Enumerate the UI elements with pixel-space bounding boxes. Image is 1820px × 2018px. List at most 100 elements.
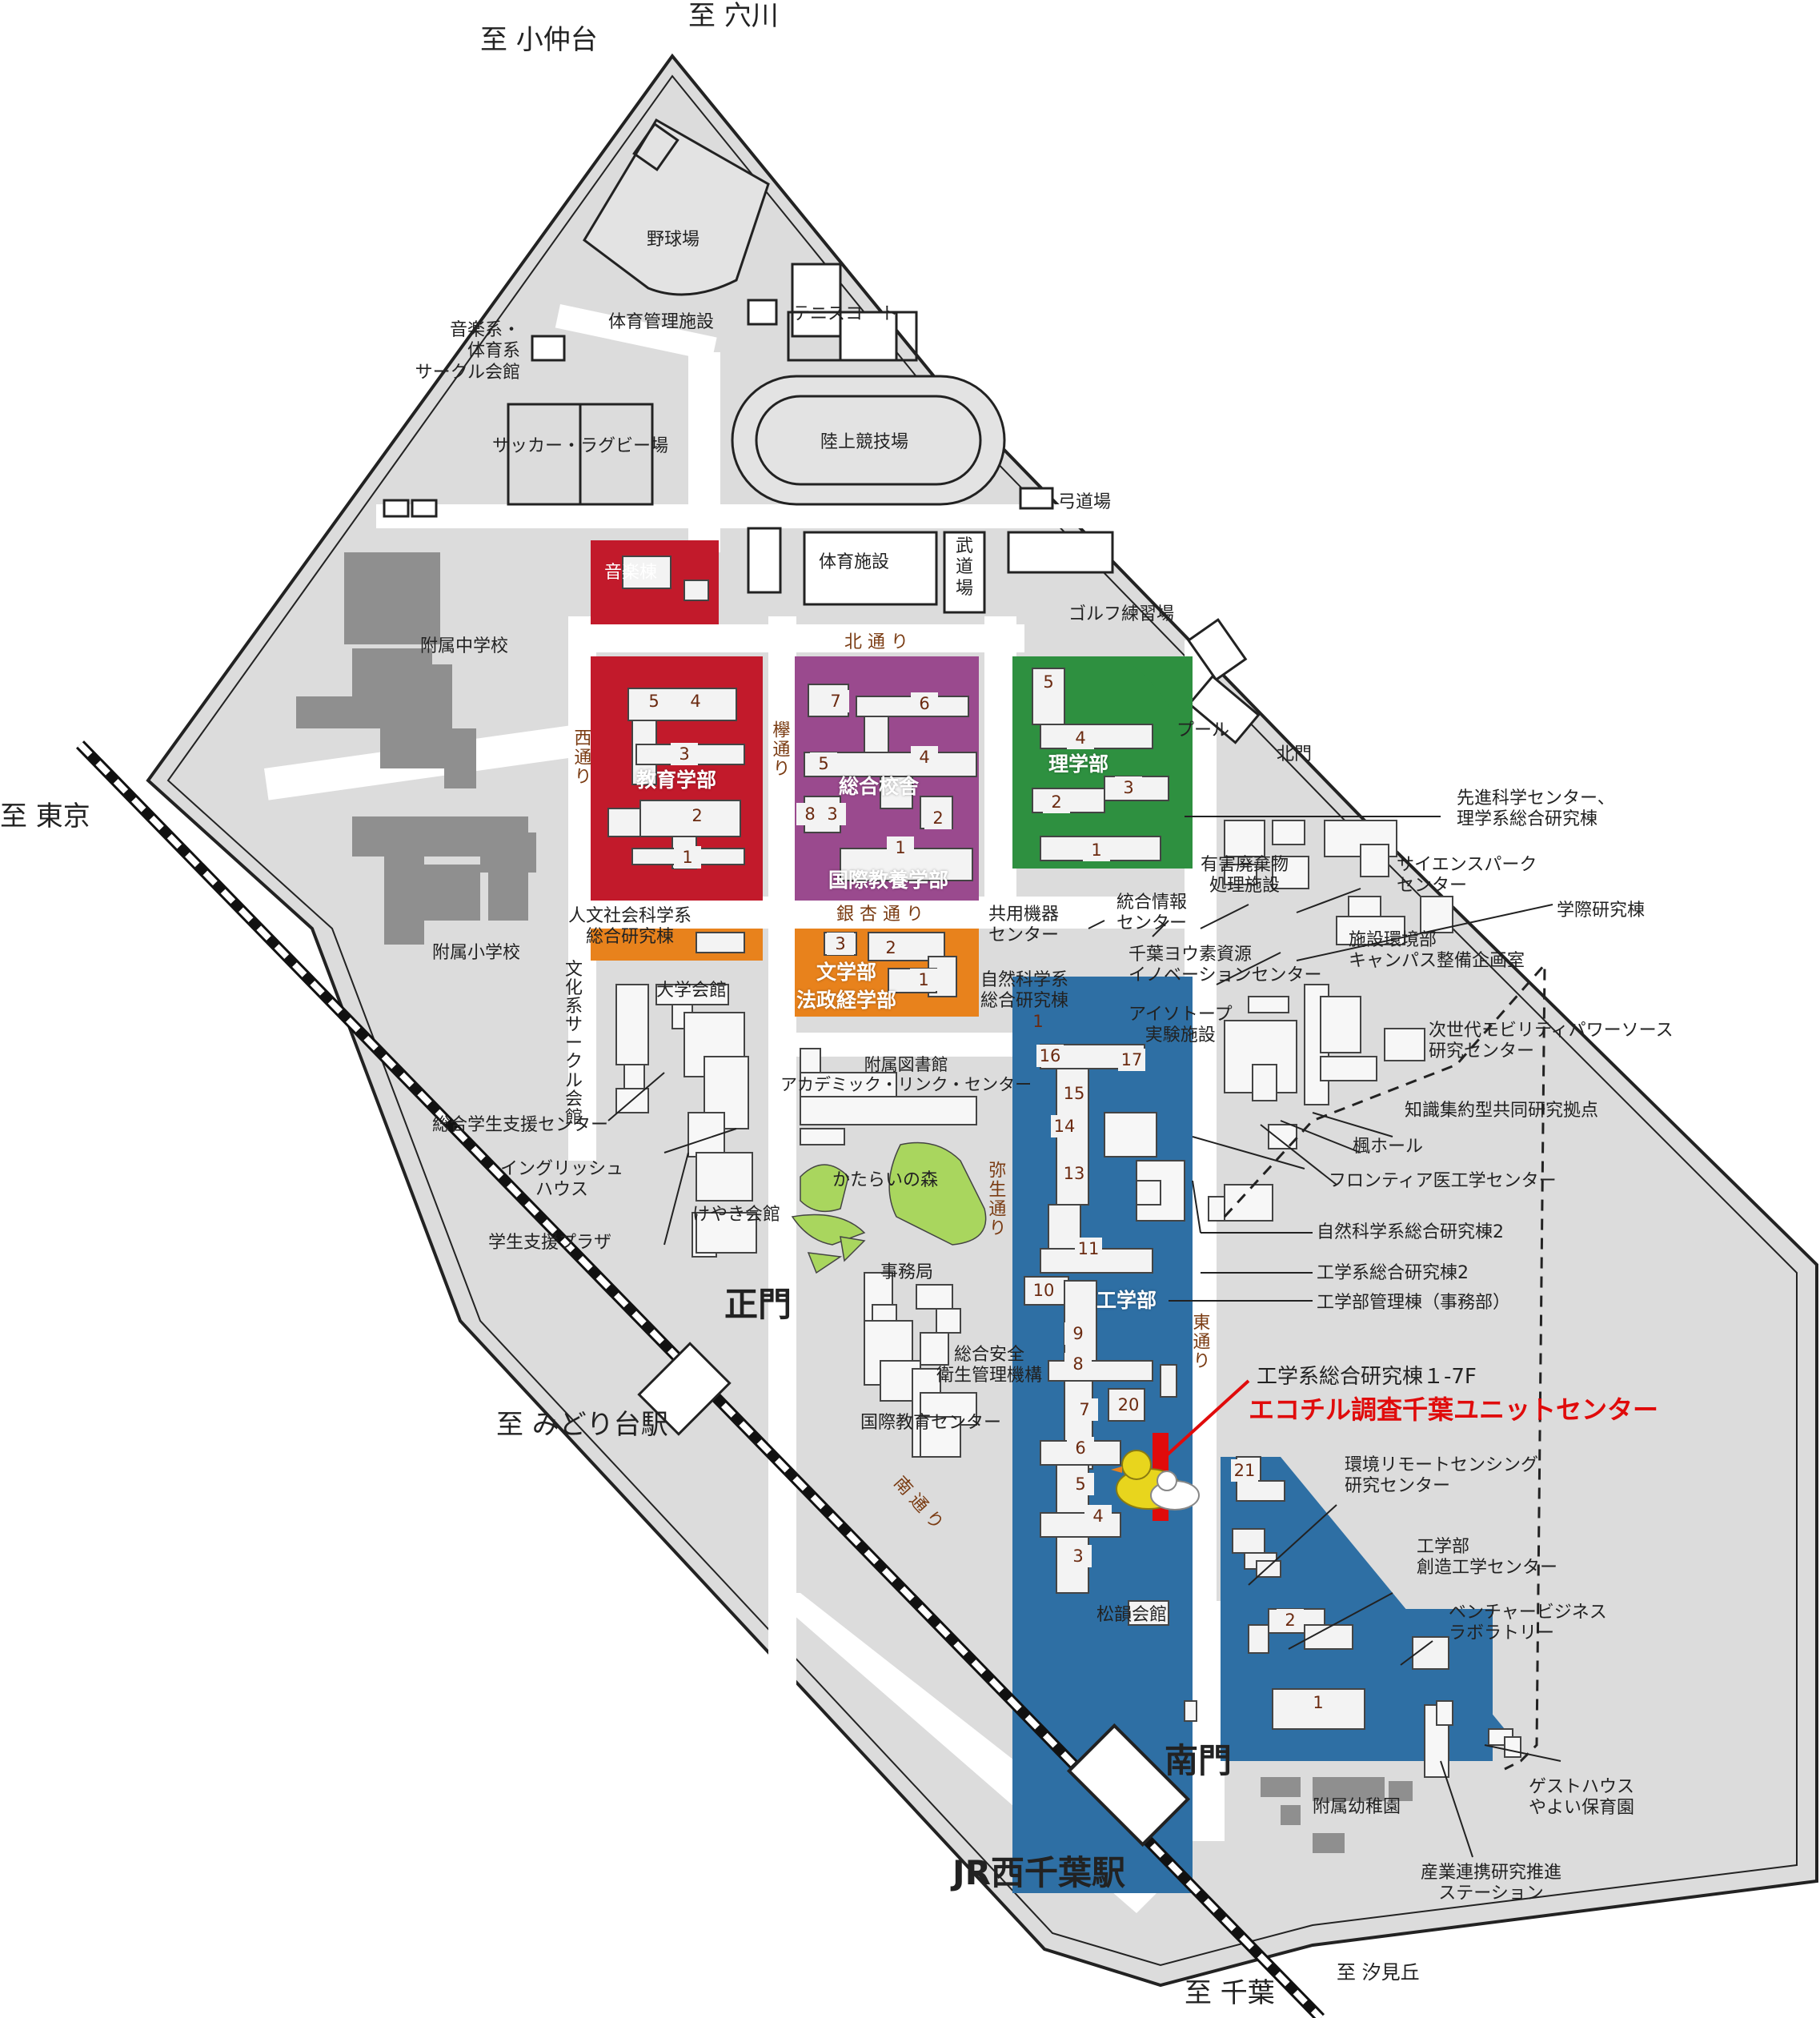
bldg-num: 14 [1051, 1115, 1078, 1137]
direction-chiba: 至 千葉 [1185, 1977, 1275, 2009]
pool: プール [1177, 720, 1230, 740]
bldg-num: 13 [1060, 1162, 1088, 1185]
bldg-num: 5 [1067, 1473, 1094, 1495]
bldg-num: 5 [810, 752, 837, 775]
culture-circle-hall: 文 化 系 サ ー ク ル 会 館 [564, 960, 583, 1128]
forest [791, 1141, 987, 1274]
bldg-num: 3 [827, 933, 854, 955]
bldg-num: 1 [1083, 839, 1110, 861]
keyaki-hall: けやき会館 [692, 1205, 781, 1225]
direction-anagawa: 至 穴川 [688, 0, 779, 32]
shoin-hall: 松韻会館 [1096, 1605, 1168, 1625]
golf-range: ゴルフ練習場 [1068, 604, 1175, 624]
mobility-research-center: 次世代モビリティパワーソース 研究センター [1429, 1021, 1674, 1062]
faculty-general: 総合校舎 [839, 775, 920, 798]
bldg-num: 1 [1305, 1691, 1332, 1714]
budo-hall: 武 道 場 [955, 536, 973, 599]
duck-mascot-icon [1111, 1450, 1200, 1510]
road-north: 北 通 り [844, 632, 908, 652]
bldg-num: 3 [1064, 1545, 1092, 1567]
bldg-num: 6 [911, 692, 938, 715]
natsci-research: 自然科学系 総合研究棟 [980, 970, 1069, 1012]
english-house: イングリッシュ ハウス [500, 1159, 624, 1201]
kindergarten: 附属幼稚園 [1313, 1797, 1401, 1817]
bldg-num: 4 [682, 690, 709, 712]
school-buildings [296, 552, 536, 945]
faculty-liberal-arts: 国際教養学部 [828, 869, 949, 892]
direction-tokyo: 至 東京 [0, 800, 90, 832]
bldg-num: 4 [911, 746, 938, 768]
bldg-num: 1 [674, 846, 701, 869]
faculty-education: 教育学部 [636, 768, 717, 792]
guest-house: ゲストハウス やよい保育園 [1529, 1777, 1635, 1819]
south-gate-label: 南門 [1165, 1741, 1233, 1780]
natsci-research-2: 自然科学系総合研究棟2 [1317, 1222, 1504, 1242]
bldg-num: 20 [1115, 1394, 1142, 1416]
bldg-num: 8 [1064, 1353, 1092, 1375]
station-building [1066, 1723, 1191, 1847]
interdisciplinary-research: 学際研究棟 [1557, 901, 1646, 921]
bldg-num: 15 [1060, 1082, 1088, 1105]
bldg-num: 4 [1067, 727, 1094, 749]
admin-bureau: 事務局 [880, 1262, 934, 1282]
kaede-hall: 楓ホール [1353, 1137, 1424, 1157]
shared-equipment-center: 共用機器 センター [988, 905, 1060, 946]
baseball-field: 野球場 [647, 230, 700, 250]
direction-shiomigaoka: 至 汐見丘 [1337, 1961, 1420, 1984]
road-keyaki: 欅通り [769, 720, 790, 778]
road-yayoi: 弥生通り [985, 1161, 1006, 1238]
bldg-num: 2 [1043, 791, 1070, 813]
katarai-forest: かたらいの森 [832, 1170, 939, 1190]
bldg-num: 10 [1030, 1279, 1057, 1302]
kindergarten-buildings [1261, 1777, 1413, 1853]
road-west: 西通り [571, 728, 591, 786]
road-ginkgo: 銀 杏 通 り [836, 905, 924, 925]
engineering-admin: 工学部管理棟（事務部） [1317, 1293, 1511, 1313]
athletics-stadium: 陸上競技場 [820, 432, 909, 452]
bldg-num: 16 [1036, 1045, 1064, 1067]
campus-ground [146, 53, 1818, 1988]
bldg-num: 17 [1118, 1049, 1145, 1071]
sports-area [383, 118, 1261, 744]
bldg-num: 7 [822, 690, 849, 712]
iodine-center: 千葉ヨウ素資源 イノベーションセンター [1128, 945, 1322, 986]
venture-business-lab: ベンチャービジネス ラボラトリー [1449, 1603, 1607, 1644]
bldg-num: 3 [819, 803, 846, 825]
info-center: 統合情報 センター [1116, 893, 1188, 934]
junior-high-school: 附属中学校 [420, 636, 509, 656]
direction-kotehashidai: 至 小仲台 [480, 24, 598, 56]
bldg-num: 2 [877, 937, 904, 959]
road-east: 東通り [1189, 1313, 1210, 1370]
faculty-engineering: 工学部 [1096, 1289, 1157, 1312]
faculty-letters: 文学部 [816, 961, 877, 984]
soccer-field: サッカー・ラグビー場 [492, 436, 669, 456]
science-park-center: サイエンスパーク センター [1397, 855, 1537, 897]
circle-hall: 音楽系・ 体育系 サークル会館 [415, 320, 520, 383]
bldg-num: 1 [887, 836, 914, 859]
university-hall: 大学会館 [656, 981, 728, 1001]
highlight-pointer [1159, 1379, 1250, 1462]
main-gate-label: 正門 [724, 1285, 792, 1324]
faculty-science: 理学部 [1048, 752, 1109, 776]
safety-organization: 総合安全 衛生管理機構 [936, 1345, 1043, 1386]
gymnasium: 体育施設 [819, 552, 890, 572]
bldg-num: 1 [910, 969, 937, 991]
bldg-num: 21 [1231, 1459, 1258, 1482]
library: 附属図書館 アカデミック・リンク・センター [780, 1055, 1032, 1095]
bldg-num: 9 [1064, 1322, 1092, 1345]
student-support-center: 総合学生支援センター [432, 1115, 609, 1135]
isotope-lab: アイソトープ 実験施設 [1128, 1005, 1233, 1046]
sports-management: 体育管理施設 [608, 312, 715, 332]
bldg-num: 3 [671, 743, 698, 765]
campus-planning-office: 施設環境部 キャンパス整備企画室 [1349, 930, 1525, 972]
bldg-num: 7 [1071, 1398, 1098, 1421]
direction-midoridai: 至 みどり台駅 [496, 1409, 668, 1441]
archery-hall: 弓道場 [1058, 492, 1112, 512]
humanities-research: 人文社会科学系 総合研究棟 [568, 906, 692, 948]
bldg-num: 6 [1067, 1437, 1094, 1459]
highlight-name: エコチル調査千葉ユニットセンター [1249, 1394, 1659, 1425]
main-gate-bridge [637, 1342, 732, 1436]
advanced-science-center: 先進科学センター、 理学系総合研究棟 [1457, 788, 1615, 830]
bldg-num: 5 [640, 690, 667, 712]
